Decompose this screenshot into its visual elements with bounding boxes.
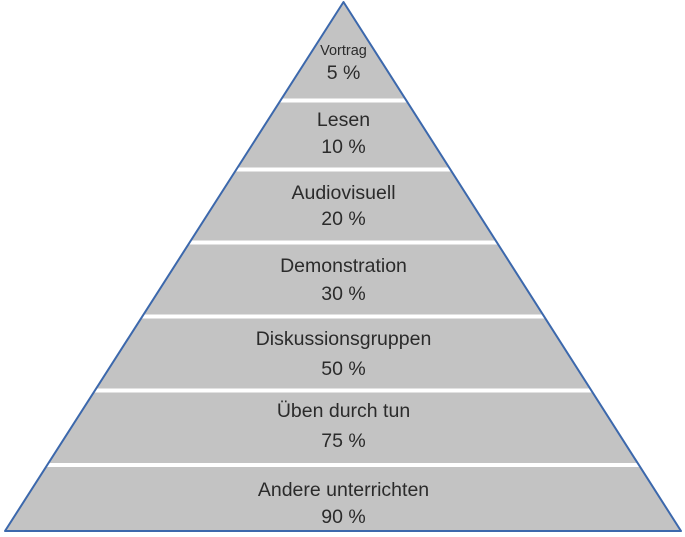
level-percent: 5 % [327, 62, 361, 84]
level-percent: 20 % [321, 208, 365, 230]
level-percent: 30 % [321, 283, 365, 305]
pyramid-outline [4, 1, 682, 532]
pyramid-level-6: Üben durch tun 75 % [277, 400, 410, 452]
level-percent: 10 % [321, 136, 365, 158]
pyramid-level-4: Demonstration 30 % [280, 255, 407, 305]
level-label: Üben durch tun [277, 400, 410, 422]
level-label: Demonstration [280, 255, 407, 277]
level-label: Diskussionsgruppen [256, 328, 432, 350]
level-label: Vortrag [320, 43, 367, 59]
pyramid-level-3: Audiovisuell 20 % [291, 182, 395, 230]
pyramid-shape [5, 2, 681, 531]
level-label: Andere unterrichten [258, 479, 429, 501]
pyramid-level-7: Andere unterrichten 90 % [258, 479, 429, 528]
level-percent: 90 % [321, 506, 365, 528]
pyramid-level-2: Lesen 10 % [317, 109, 370, 158]
level-percent: 75 % [321, 430, 365, 452]
level-label: Lesen [317, 109, 370, 131]
pyramid-level-1: Vortrag 5 % [320, 43, 367, 84]
level-label: Audiovisuell [291, 182, 395, 204]
pyramid-level-5: Diskussionsgruppen 50 % [256, 328, 432, 380]
level-percent: 50 % [321, 358, 365, 380]
